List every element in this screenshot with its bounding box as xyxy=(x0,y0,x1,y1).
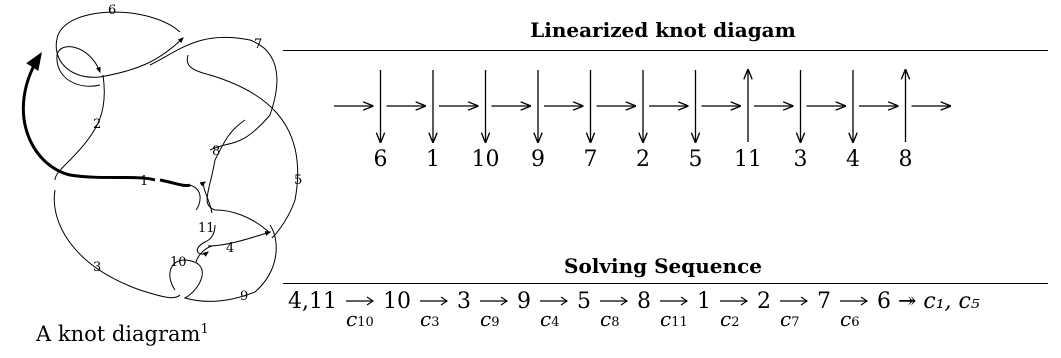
crossing-label: 2 xyxy=(636,147,650,172)
crossing-label: 7 xyxy=(584,147,598,172)
strand-3 xyxy=(53,189,181,299)
strand-7 xyxy=(149,36,278,151)
solve-arrow-label: c10 xyxy=(345,307,374,331)
strand-10 xyxy=(195,245,213,263)
knot-diagram: 6 7 2 8 1 5 11 4 10 3 9 xyxy=(21,3,302,304)
solve-value: 7 xyxy=(809,289,831,314)
linearized-diagram: 6 1 10 9 7 2 5 11 3 4 8 xyxy=(334,62,1030,172)
strand-1-thin xyxy=(189,184,201,211)
solving-rule xyxy=(283,283,1048,284)
solve-arrow: c8 xyxy=(598,289,630,331)
knot-label-4: 4 xyxy=(226,241,234,256)
knot-label-10: 10 xyxy=(170,255,187,270)
knot-label-1: 1 xyxy=(140,174,148,189)
strand-6 xyxy=(55,11,181,78)
strand-11 xyxy=(199,181,213,214)
solve-value: 8 xyxy=(629,289,651,314)
knot-label-7: 7 xyxy=(254,37,262,52)
knot-label-3: 3 xyxy=(93,260,101,275)
crossing-label: 6 xyxy=(374,147,388,172)
crossing-label: 5 xyxy=(689,147,703,172)
solve-value: 9 xyxy=(509,289,531,314)
solve-value: 3 xyxy=(449,289,471,314)
solving-sequence: 4,11 c10 10 c3 3 c9 9 c4 5 c8 8 c11 1 c2… xyxy=(288,289,980,331)
strand-2 xyxy=(54,74,105,181)
solve-value: 5 xyxy=(569,289,591,314)
solve-arrow: c9 xyxy=(478,289,510,331)
crossing-label: 9 xyxy=(531,147,545,172)
knot-label-8: 8 xyxy=(212,144,220,159)
strand-9 xyxy=(169,224,277,302)
linearized-rule xyxy=(283,50,1048,51)
knot-label-9: 9 xyxy=(240,289,248,304)
solve-arrow: c4 xyxy=(538,289,570,331)
solve-arrow: c10 xyxy=(344,289,376,331)
solve-arrow: c7 xyxy=(778,289,810,331)
solve-arrow-label: c11 xyxy=(659,307,688,331)
crossing-label: 3 xyxy=(794,147,808,172)
crossing-label: 8 xyxy=(899,147,913,172)
solving-title: Solving Sequence xyxy=(564,254,762,278)
crossing-label: 4 xyxy=(846,147,860,172)
solve-value: 1 xyxy=(689,289,711,314)
knot-caption-text: A knot diagram xyxy=(36,322,201,346)
knot-label-5: 5 xyxy=(294,173,302,188)
solve-arrow-label: c4 xyxy=(539,307,560,331)
solve-arrow-label: c7 xyxy=(779,307,800,331)
knot-caption-footnote: 1 xyxy=(200,322,209,337)
solve-arrow: c2 xyxy=(718,289,750,331)
strand-11b xyxy=(196,224,216,257)
solve-arrow-label: c9 xyxy=(479,307,500,331)
solve-arrow: c3 xyxy=(418,289,450,331)
solve-arrow: c6 xyxy=(838,289,870,331)
knot-label-11: 11 xyxy=(198,221,215,236)
knot-labels: 6 7 2 8 1 5 11 4 10 3 9 xyxy=(93,3,302,304)
solve-value: 6 xyxy=(869,289,891,314)
strand-5 xyxy=(186,54,299,239)
solve-arrow: c11 xyxy=(658,289,690,331)
knot-label-6: 6 xyxy=(108,3,116,18)
strand-7b xyxy=(99,37,184,78)
solve-value: 10 xyxy=(375,289,411,314)
solve-value: 2 xyxy=(749,289,771,314)
strand-1-thick-tail xyxy=(159,178,191,187)
seq-start: 4,11 xyxy=(288,289,337,314)
strand-6b xyxy=(56,46,101,87)
crossing-label: 11 xyxy=(734,147,762,172)
knot-caption: A knot diagram1 xyxy=(36,322,209,346)
strand-4 xyxy=(207,231,272,247)
solve-arrow-label: c3 xyxy=(419,307,440,331)
crossing-label: 1 xyxy=(426,147,440,172)
crossing-label: 10 xyxy=(472,147,500,172)
knot-label-2: 2 xyxy=(93,117,101,132)
solve-end: ↠ c₁, c₅ xyxy=(890,289,980,314)
solve-arrow-label: c2 xyxy=(719,307,740,331)
strand-8 xyxy=(206,119,271,234)
solve-arrow-label: c8 xyxy=(599,307,620,331)
linearized-title: Linearized knot diagam xyxy=(530,18,796,42)
strand-1-thick xyxy=(21,51,156,182)
solve-arrow-label: c6 xyxy=(839,307,860,331)
